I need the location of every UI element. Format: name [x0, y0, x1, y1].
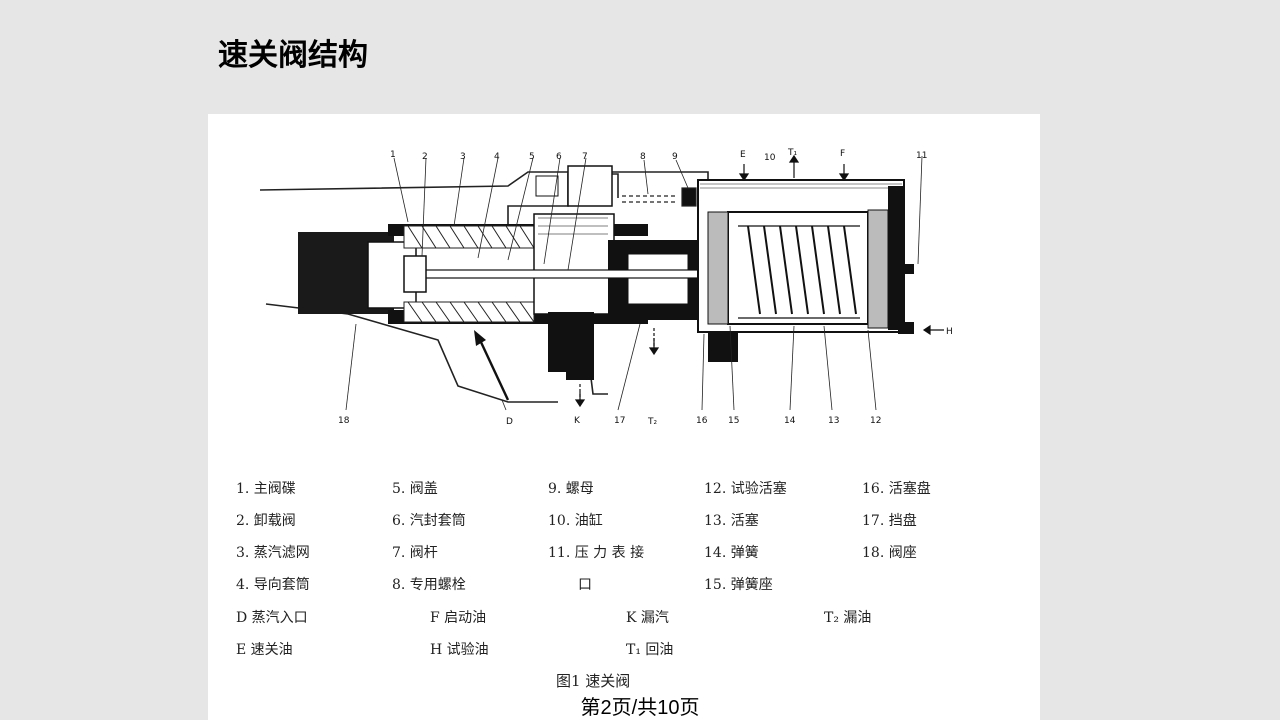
valve-bonnet: [533, 165, 698, 372]
parts-legend: 1. 主阀碟 2. 卸载阀 3. 蒸汽滤网 4. 导向套筒 5. 阀盖 6. 汽…: [208, 114, 1040, 720]
legend-port-D: D 蒸汽入口: [236, 610, 308, 626]
callout-15: 15: [728, 416, 739, 426]
legend-port-F: F 启动油: [430, 610, 487, 626]
legend-item-8: 8. 专用螺栓: [392, 577, 466, 593]
legend-item-17: 17. 挡盘: [862, 513, 917, 529]
callout-4: 4: [494, 152, 500, 162]
callout-H: H: [946, 327, 953, 337]
callout-14: 14: [784, 416, 796, 426]
legend-port-T1: T₁ 回油: [626, 642, 674, 658]
valve-cross-section-drawing: 1 2 3 4 5 6 7 8 9 E 10 T₁ F 11 H 18 D K …: [259, 148, 953, 427]
legend-port-T2: T₂ 漏油: [824, 610, 872, 626]
legend-item-12: 12. 试验活塞: [704, 481, 787, 497]
callout-9: 9: [672, 152, 678, 162]
legend-item-3: 3. 蒸汽滤网: [236, 545, 310, 561]
legend-item-7: 7. 阀杆: [392, 545, 438, 561]
figure-caption: 图1 速关阀: [556, 672, 631, 690]
legend-item-11-cont: 口: [578, 577, 592, 593]
callout-leaders: [345, 155, 923, 411]
legend-item-5: 5. 阀盖: [392, 481, 438, 497]
callout-T1: T₁: [787, 148, 797, 158]
callout-7: 7: [582, 152, 588, 162]
steam-filter: [403, 225, 535, 323]
callout-16: 16: [696, 416, 708, 426]
callout-8: 8: [640, 152, 646, 162]
callout-T2: T₂: [647, 417, 657, 427]
legend-port-E: E 速关油: [236, 642, 293, 658]
callout-K: K: [574, 416, 581, 426]
callout-13: 13: [828, 416, 839, 426]
callout-18: 18: [338, 416, 350, 426]
legend-port-K: K 漏汽: [626, 610, 669, 626]
callout-D: D: [506, 417, 513, 427]
callout-10: 10: [764, 153, 776, 163]
callout-1: 1: [390, 150, 396, 160]
legend-item-13: 13. 活塞: [704, 513, 759, 529]
legend-item-6: 6. 汽封套筒: [392, 513, 466, 529]
legend-item-4: 4. 导向套筒: [236, 577, 310, 593]
drain-ports: [566, 328, 738, 404]
callout-5: 5: [529, 152, 535, 162]
callout-6: 6: [556, 152, 562, 162]
callout-3: 3: [460, 152, 466, 162]
callout-12: 12: [870, 416, 881, 426]
legend-item-15: 15. 弹簧座: [704, 577, 773, 593]
legend-item-2: 2. 卸载阀: [236, 513, 296, 529]
callout-17: 17: [614, 416, 625, 426]
legend-item-14: 14. 弹簧: [704, 545, 759, 561]
legend-item-1: 1. 主阀碟: [236, 481, 296, 497]
spring-coils: [738, 225, 860, 319]
legend-item-16: 16. 活塞盘: [862, 481, 931, 497]
legend-item-18: 18. 阀座: [862, 545, 917, 561]
legend-item-10: 10. 油缸: [548, 513, 603, 529]
callout-2: 2: [422, 152, 428, 162]
port-arrows: [574, 154, 944, 408]
special-bolt: [622, 187, 697, 207]
legend-port-H: H 试验油: [430, 642, 489, 658]
legend-item-9: 9. 螺母: [548, 481, 594, 497]
steam-inlet-arrow: [474, 330, 510, 401]
legend-item-11: 11. 压 力 表 接: [548, 545, 645, 561]
oil-cylinder: [697, 179, 914, 334]
callout-E: E: [740, 150, 746, 160]
callout-F: F: [840, 149, 845, 159]
valve-figure: 1 2 3 4 5 6 7 8 9 E 10 T₁ F 11 H 18 D K …: [208, 114, 1040, 720]
slide-title: 速关阀结构: [218, 38, 368, 73]
page-indicator: 第2页/共10页: [580, 697, 700, 719]
callout-11: 11: [916, 151, 927, 161]
